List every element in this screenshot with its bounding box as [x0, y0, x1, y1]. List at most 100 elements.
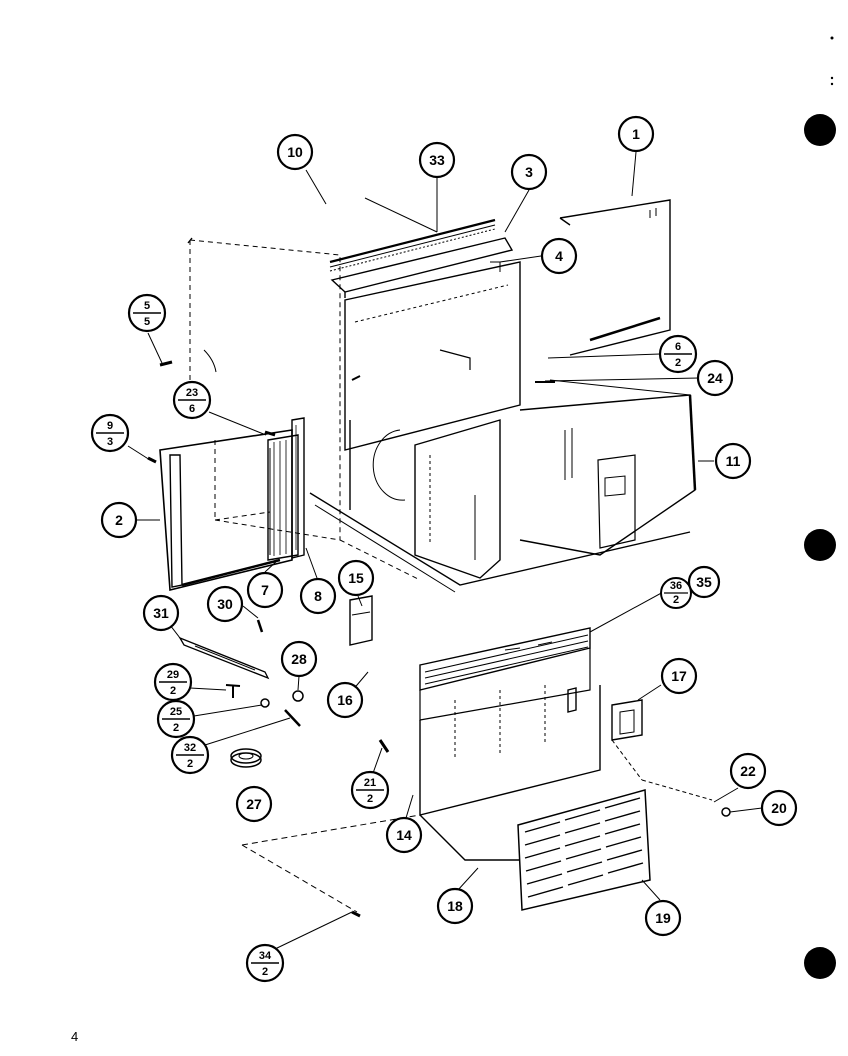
callout-19: 19 — [644, 899, 682, 937]
callout-1-label: 1 — [632, 126, 640, 142]
fraction-top: 9 — [107, 420, 113, 432]
callout-4: 4 — [540, 237, 578, 275]
fraction-callout-32-2: 32 2 — [170, 735, 210, 775]
outer-cabinet — [189, 239, 421, 581]
fraction-bottom: 2 — [187, 758, 193, 770]
callout-31: 31 — [142, 594, 180, 632]
fraction-top: 25 — [170, 706, 182, 718]
callout-28: 28 — [280, 640, 318, 678]
callout-10: 10 — [276, 133, 314, 171]
fraction-bottom: 2 — [367, 793, 373, 805]
binder-hole-top — [804, 114, 836, 146]
fraction-callout-9-3: 9 3 — [90, 413, 130, 453]
fraction-top: 32 — [184, 742, 196, 754]
callout-3: 3 — [510, 153, 548, 191]
callout-11-label: 11 — [726, 453, 741, 469]
callout-11: 11 — [714, 442, 752, 480]
fraction-top: 36 — [670, 580, 682, 592]
callout-17-label: 17 — [671, 668, 687, 684]
callout-16: 16 — [326, 681, 364, 719]
back-panel — [344, 261, 521, 451]
fraction-callout-23-6: 23 6 — [172, 380, 212, 420]
fraction-callout-36-2: 36 2 — [660, 577, 692, 609]
fraction-bottom: 2 — [262, 966, 268, 978]
callout-14-label: 14 — [396, 827, 412, 843]
callout-33: 33 — [418, 141, 456, 179]
callout-35-label: 35 — [696, 574, 712, 590]
fraction-bottom: 2 — [170, 685, 176, 697]
fraction-bottom: 2 — [673, 594, 679, 606]
fraction-callout-34-2: 34 2 — [245, 943, 285, 983]
callout-17: 17 — [660, 657, 698, 695]
callout-27-label: 27 — [246, 796, 262, 812]
fraction-top: 23 — [186, 387, 198, 399]
fraction-top: 5 — [144, 300, 150, 312]
callout-24: 24 — [696, 359, 734, 397]
fraction-callout-21-2: 21 2 — [350, 770, 390, 810]
fraction-top: 29 — [167, 669, 179, 681]
callout-18: 18 — [436, 887, 474, 925]
control-bracket — [349, 595, 373, 646]
chassis-base — [309, 420, 691, 593]
mounting-bracket — [178, 636, 270, 680]
front-panel-body — [419, 685, 601, 861]
front-frame-left — [159, 429, 293, 592]
fan-grommet — [230, 748, 262, 768]
fraction-callout-29-2: 29 2 — [153, 662, 193, 702]
wrapper-side-panel — [559, 199, 671, 356]
callout-30: 30 — [206, 585, 244, 623]
callout-7-label: 7 — [261, 582, 269, 598]
fraction-bottom: 3 — [107, 436, 113, 448]
callout-18-label: 18 — [447, 898, 463, 914]
compressor-assembly — [372, 419, 501, 579]
callout-15: 15 — [337, 559, 375, 597]
page-number: 4 — [71, 1029, 79, 1044]
callout-2-label: 2 — [115, 512, 123, 528]
callout-28-label: 28 — [291, 651, 307, 667]
callout-33-label: 33 — [429, 152, 445, 168]
air-filter — [267, 434, 299, 561]
fraction-bottom: 2 — [173, 722, 179, 734]
fraction-bottom: 2 — [675, 357, 681, 369]
callout-19-label: 19 — [655, 910, 671, 926]
fraction-top: 6 — [675, 341, 681, 353]
control-bezel — [611, 699, 643, 781]
callout-4-label: 4 — [555, 248, 563, 264]
callout-24-label: 24 — [707, 370, 723, 386]
fraction-top: 21 — [364, 777, 376, 789]
callout-22: 22 — [729, 752, 767, 790]
callout-15-label: 15 — [348, 570, 364, 586]
callout-8: 8 — [299, 577, 337, 615]
fraction-bottom: 6 — [189, 403, 195, 415]
front-grille — [517, 789, 651, 911]
callout-20-label: 20 — [771, 800, 787, 816]
top-cover — [330, 237, 514, 298]
callout-35: 35 — [687, 565, 721, 599]
callout-1: 1 — [617, 115, 655, 153]
binder-hole-bottom — [804, 947, 836, 979]
fraction-top: 34 — [259, 950, 272, 962]
callout-27: 27 — [235, 785, 273, 823]
fraction-callout-5-5: 5 5 — [127, 293, 167, 333]
binder-hole-middle — [804, 529, 836, 561]
callout-2: 2 — [100, 501, 138, 539]
callout-7: 7 — [246, 571, 284, 609]
callout-3-label: 3 — [525, 164, 533, 180]
callout-8-label: 8 — [314, 588, 322, 604]
condenser-coil — [519, 379, 697, 556]
side-seal — [291, 417, 305, 559]
callout-20: 20 — [760, 789, 798, 827]
fraction-bottom: 5 — [144, 316, 150, 328]
callout-22-label: 22 — [740, 763, 756, 779]
callout-16-label: 16 — [337, 692, 353, 708]
callout-10-label: 10 — [287, 144, 303, 160]
callout-30-label: 30 — [217, 596, 233, 612]
callout-31-label: 31 — [153, 605, 169, 621]
callout-14: 14 — [385, 816, 423, 854]
fraction-callout-6-2: 6 2 — [658, 334, 698, 374]
fraction-callout-25-2: 25 2 — [156, 699, 196, 739]
top-rail — [329, 218, 496, 272]
front-control-panel — [419, 627, 591, 721]
